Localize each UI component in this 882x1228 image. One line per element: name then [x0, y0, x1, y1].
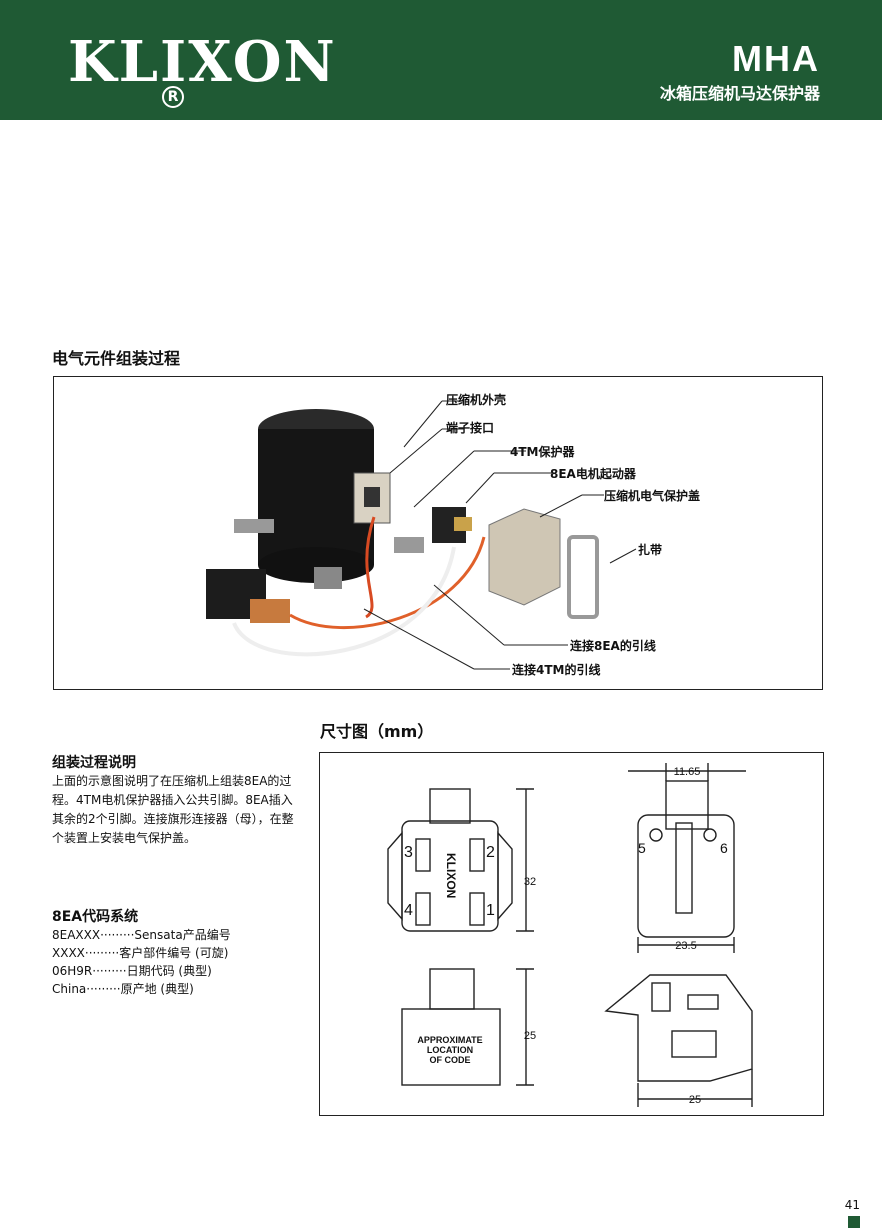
callout-8ea: 8EA电机起动器 [550, 467, 636, 481]
pin-3: 3 [404, 844, 413, 861]
page-number: 41 [844, 1198, 860, 1212]
callout-terminal: 端子接口 [446, 421, 495, 435]
code-note-2: LOCATION [427, 1045, 473, 1055]
pin-2: 2 [486, 844, 495, 861]
dim-top-width: 11.65 [674, 766, 701, 778]
pin-1: 1 [486, 902, 495, 919]
pin-4: 4 [404, 902, 413, 919]
dim-height: 32 [524, 876, 536, 888]
code-note-3: OF CODE [429, 1055, 470, 1065]
description-text: 上面的示意图说明了在压缩机上组装8EA的过程。4TM电机保护器插入公共引脚。8E… [52, 774, 294, 845]
dim-brand: KLIXON [444, 853, 458, 898]
code-note-1: APPROXIMATE [417, 1035, 482, 1045]
assembly-illustration [206, 400, 637, 670]
pin-6: 6 [720, 840, 728, 856]
dim-width: 23.5 [675, 940, 696, 952]
callout-4tm-lead: 连接4TM的引线 [512, 663, 601, 677]
dimensions-box: 11.65 32 23.5 25 25 KLIXON 3 2 4 1 5 6 A… [319, 752, 824, 1116]
model-name: MHA [732, 38, 820, 79]
dim-lower-width: 25 [689, 1094, 701, 1106]
code-line: 8EAXXX·········Sensata产品编号 [52, 928, 231, 942]
dimensions-title: 尺寸图（mm） [320, 722, 434, 741]
pin-5: 5 [638, 840, 646, 856]
callout-compressor-shell: 压缩机外壳 [446, 393, 507, 407]
dimension-drawing: 11.65 32 23.5 25 25 KLIXON 3 2 4 1 5 6 A… [387, 763, 753, 1107]
code-line: 06H9R·········日期代码 (典型) [52, 964, 212, 978]
callout-clip: 扎带 [638, 543, 663, 557]
registered-mark: R [162, 86, 184, 108]
callout-4tm: 4TM保护器 [510, 445, 575, 459]
klixon-logo: KLIXON [68, 29, 337, 95]
header-banner: KLIXON R MHA 冰箱压缩机马达保护器 [0, 0, 882, 120]
assembly-diagram-box: 压缩机外壳 端子接口 4TM保护器 8EA电机起动器 压缩机电气保护盖 扎带 连… [53, 376, 823, 690]
code-system-title: 8EA代码系统 [52, 909, 139, 925]
product-subtitle: 冰箱压缩机马达保护器 [659, 84, 820, 103]
description-title: 组装过程说明 [52, 755, 136, 771]
callout-8ea-lead: 连接8EA的引线 [570, 639, 656, 653]
assembly-title: 电气元件组装过程 [52, 349, 181, 368]
corner-marker [848, 1216, 860, 1228]
code-line: China·········原产地 (典型) [52, 982, 194, 996]
callout-cover: 压缩机电气保护盖 [604, 489, 701, 503]
code-line: XXXX·········客户部件编号 (可旋) [52, 946, 229, 960]
dim-lower-height: 25 [524, 1030, 536, 1042]
